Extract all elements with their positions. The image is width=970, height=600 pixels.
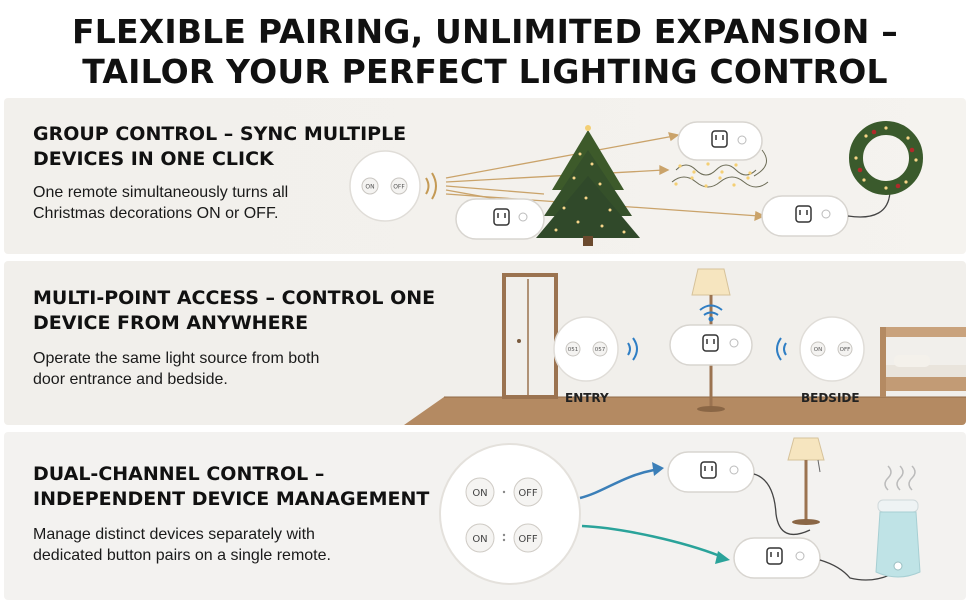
dual-channel-panel: DUAL-CHANNEL CONTROL – INDEPENDENT DEVIC…: [4, 432, 966, 600]
entry-wifi-icon: [627, 337, 638, 361]
bedside-remote-label-2: OFF: [840, 347, 851, 353]
table-lamp-image: [787, 437, 825, 525]
dual-channel-remote: ON OFF ON OFF: [439, 443, 581, 585]
dual-channel-heading-line-2: INDEPENDENT DEVICE MANAGEMENT: [33, 488, 430, 510]
group-remote: ON OFF: [349, 150, 421, 222]
group-control-desc-line-2: Christmas decorations ON or OFF.: [33, 205, 279, 222]
floor-lamp-image: [691, 268, 731, 412]
channel-1-on-label: ON: [472, 488, 487, 499]
lamp-wifi-icon: [699, 304, 723, 322]
string-lights-image: [671, 149, 769, 188]
bed-image: [880, 327, 966, 397]
christmas-tree-image: [536, 125, 640, 246]
smart-plug-humidifier: [733, 537, 821, 579]
entry-remote-label-2: 057: [595, 347, 606, 353]
bedside-label: BEDSIDE: [801, 391, 860, 405]
wooden-floor: [404, 397, 966, 425]
multi-point-desc-line-2: door entrance and bedside.: [33, 371, 228, 388]
dual-channel-heading-line-1: DUAL-CHANNEL CONTROL –: [33, 463, 325, 485]
entry-remote: 051 057: [553, 316, 619, 382]
bedside-remote: ON OFF: [799, 316, 865, 382]
smart-plug-tree: [455, 198, 545, 240]
smart-plug-lights: [677, 121, 763, 161]
entry-remote-label-1: 051: [568, 347, 579, 353]
multi-point-heading-line-2: DEVICE FROM ANYWHERE: [33, 312, 309, 334]
group-control-illustration: ON OFF: [349, 121, 923, 246]
page-title: FLEXIBLE PAIRING, UNLIMITED EXPANSION – …: [0, 12, 970, 92]
group-remote-off-label: OFF: [393, 184, 405, 191]
entry-label: ENTRY: [565, 391, 609, 405]
channel-1-off-label: OFF: [518, 488, 538, 499]
multi-point-illustration: 051 057: [404, 268, 966, 425]
smart-plug-center: [669, 324, 753, 366]
bedside-remote-label-1: ON: [814, 347, 822, 353]
channel-2-off-label: OFF: [518, 534, 538, 545]
group-control-heading-line-1: GROUP CONTROL – SYNC MULTIPLE: [33, 123, 407, 145]
group-remote-on-label: ON: [365, 184, 374, 191]
multi-point-heading-line-1: MULTI-POINT ACCESS – CONTROL ONE: [33, 287, 436, 309]
title-line-2: TAILOR YOUR PERFECT LIGHTING CONTROL: [82, 52, 888, 91]
door-image: [502, 273, 558, 399]
group-control-heading-line-2: DEVICES IN ONE CLICK: [33, 148, 274, 170]
smart-plug-wreath: [761, 195, 849, 237]
group-signal-icon: [425, 172, 437, 200]
multi-point-panel: MULTI-POINT ACCESS – CONTROL ONE DEVICE …: [4, 261, 966, 425]
dual-channel-illustration: ON OFF ON OFF: [439, 437, 921, 585]
bedside-wifi-icon: [776, 337, 787, 361]
wreath-image: [849, 121, 923, 195]
arrow-to-humidifier-plug: [581, 524, 721, 558]
smart-plug-lamp: [667, 451, 755, 493]
dual-channel-desc-line-1: Manage distinct devices separately with: [33, 526, 315, 543]
channel-2-on-label: ON: [472, 534, 487, 545]
multi-point-desc-line-1: Operate the same light source from both: [33, 350, 320, 367]
group-control-panel: GROUP CONTROL – SYNC MULTIPLE DEVICES IN…: [4, 98, 966, 254]
dual-channel-desc-line-2: dedicated button pairs on a single remot…: [33, 547, 331, 564]
arrow-to-lamp-plug: [579, 468, 655, 500]
group-control-desc-line-1: One remote simultaneously turns all: [33, 184, 289, 201]
title-line-1: FLEXIBLE PAIRING, UNLIMITED EXPANSION –: [71, 12, 899, 51]
humidifier-image: [875, 465, 921, 578]
